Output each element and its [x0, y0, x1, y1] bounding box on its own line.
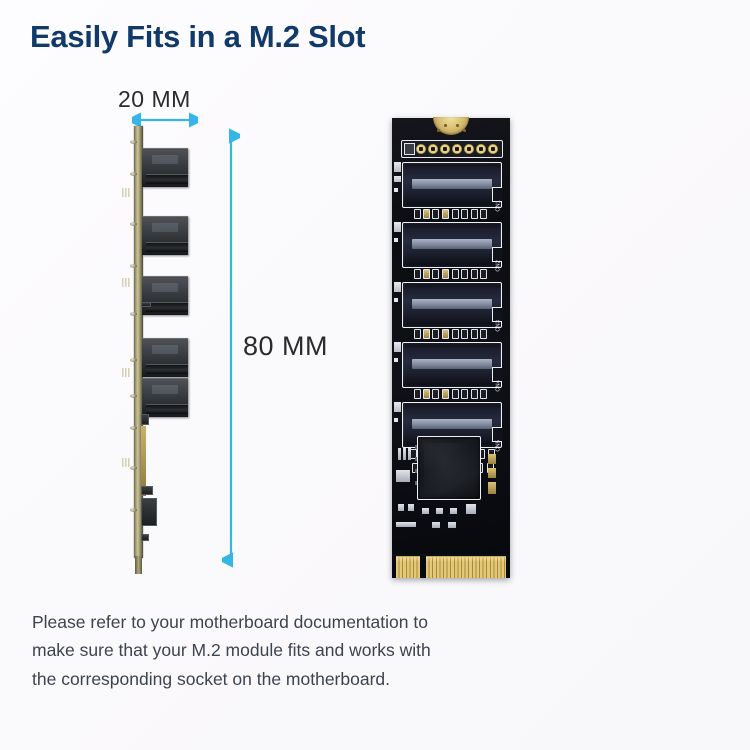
solder-joint [130, 172, 137, 176]
sata-connector-label: CN4 [496, 380, 502, 392]
smd-part [403, 448, 406, 460]
solder-joint [130, 222, 137, 226]
smd-part [394, 238, 398, 242]
side-pin-row [122, 188, 131, 197]
smd-part [488, 454, 496, 464]
smd-part [394, 298, 398, 302]
side-sata-connector [142, 338, 188, 377]
sata-connector-label: CN2 [496, 260, 502, 272]
side-pcb-edge [134, 126, 143, 574]
smd-part [394, 358, 398, 362]
smd-part [393, 402, 401, 412]
solder-joint [130, 508, 137, 512]
side-pin-row [122, 278, 131, 287]
smd-part [422, 508, 429, 514]
smd-part [396, 470, 410, 482]
component-cluster [414, 208, 494, 219]
side-profile-of-adapter-card [122, 126, 208, 574]
height-dimension-arrow [222, 128, 240, 568]
smd-part [488, 468, 496, 478]
side-chip-edge [141, 426, 146, 496]
side-smd-part [141, 486, 153, 495]
side-sata-connector [142, 378, 188, 417]
side-pin-row [122, 368, 131, 377]
disclaimer-text: Please refer to your motherboard documen… [32, 612, 431, 689]
solder-joint [130, 140, 137, 144]
smd-part [466, 504, 476, 514]
smd-part [393, 282, 401, 292]
mounting-notch-icon [433, 117, 469, 135]
side-sata-connector [142, 276, 188, 315]
side-smd-part [141, 302, 151, 307]
side-sata-connector [142, 148, 188, 187]
smd-part [488, 482, 496, 494]
component-cluster [414, 328, 494, 339]
smd-part [436, 508, 443, 514]
smd-part [408, 504, 414, 511]
component-cluster [414, 388, 494, 399]
sata-connector: CN2 [402, 222, 502, 272]
smd-part [394, 188, 398, 192]
component-cluster [414, 268, 494, 279]
sata-connector: CN3 [402, 282, 502, 332]
pin-1-marker [404, 143, 415, 155]
width-dimension-arrow [132, 112, 198, 128]
m2-sata-adapter-card-top-view: CN1 CN2 CN3 CN4 [392, 117, 510, 578]
smd-part [393, 162, 401, 172]
sata-connector: CN1 [402, 162, 502, 212]
solder-joint [130, 264, 137, 268]
m2-b-key-gold-edge-fingers [392, 554, 510, 578]
sata-connector-label: CN5 [496, 440, 502, 452]
smd-part [448, 522, 456, 528]
side-sata-connector [142, 216, 188, 255]
sata-connector-label: CN1 [496, 200, 502, 212]
smd-part [396, 522, 416, 527]
main-sata-controller-ic [415, 436, 481, 500]
solder-joint [130, 312, 137, 316]
smd-part [398, 448, 401, 460]
smd-part [432, 522, 440, 528]
side-controller-chip [141, 498, 157, 526]
sata-connector-label: CN3 [496, 320, 502, 332]
side-smd-part [141, 534, 149, 541]
smd-part [393, 342, 401, 352]
solder-joint [130, 358, 137, 362]
width-dimension-label: 20 MM [118, 86, 191, 112]
sata-connector: CN4 [402, 342, 502, 392]
side-pin-row [122, 458, 131, 467]
solder-joint [130, 466, 137, 470]
smd-part [393, 176, 401, 182]
pin-header [401, 140, 503, 158]
smd-part [393, 222, 401, 232]
height-dimension-label: 80 MM [243, 331, 329, 361]
side-smd-part [141, 414, 149, 425]
page-title: Easily Fits in a M.2 Slot [30, 19, 366, 54]
notch-plating-holes [436, 122, 466, 134]
solder-joint [130, 426, 137, 430]
smd-part [394, 418, 398, 422]
solder-joint [130, 394, 137, 398]
smd-part [450, 508, 457, 514]
smd-part [408, 448, 411, 460]
smd-part [398, 504, 404, 511]
